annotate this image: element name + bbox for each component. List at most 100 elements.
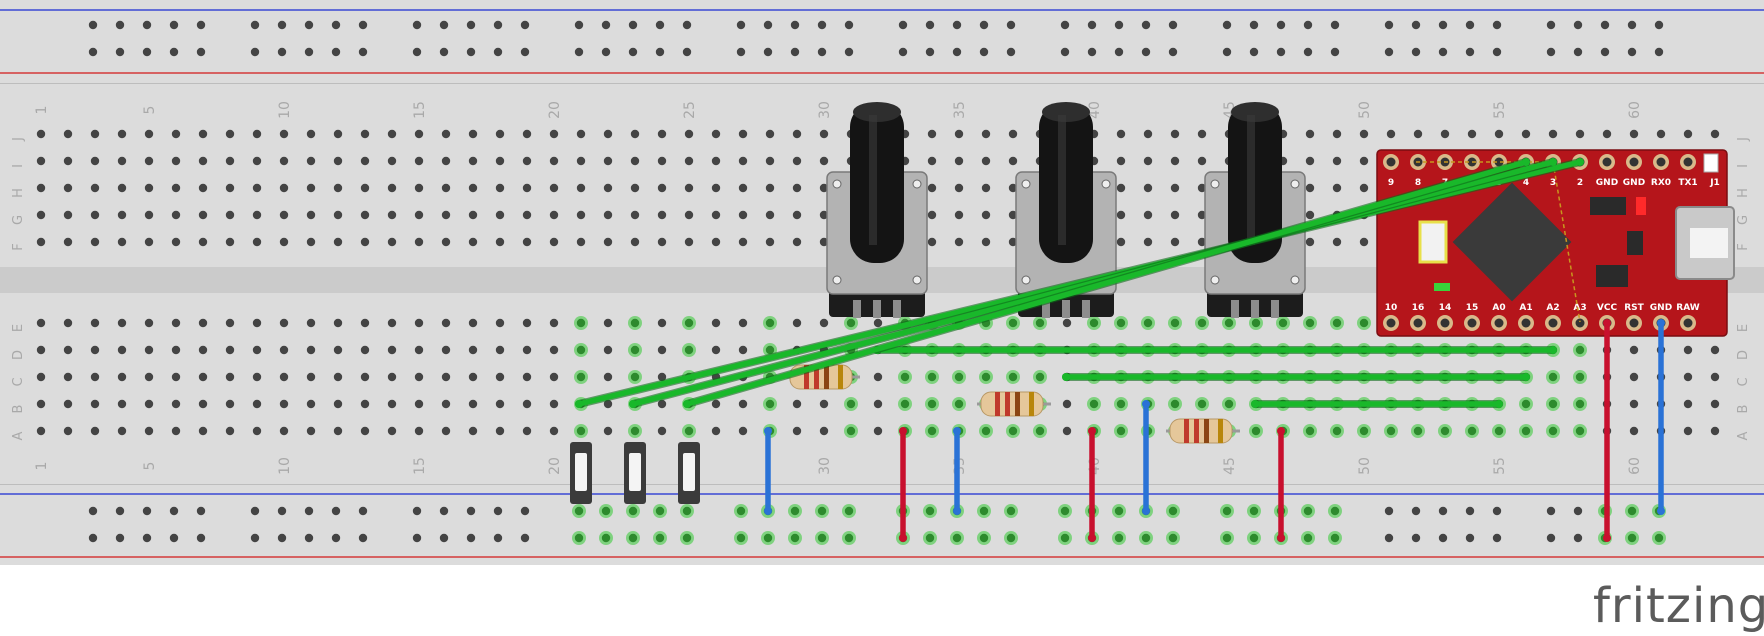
- hole-bottom-56-4: [1521, 426, 1531, 436]
- hole-top-37-1: [1008, 156, 1018, 166]
- rail-hole-bottom-1443-0: [1438, 506, 1448, 516]
- hole-top-55-0: [1494, 129, 1504, 139]
- potentiometer-2[interactable]: [1015, 102, 1117, 318]
- rail-hole-top-1254-0: [1249, 20, 1259, 30]
- hole-top-43-4: [1170, 237, 1180, 247]
- hole-top-14-1: [387, 156, 397, 166]
- pot-pin: [1062, 300, 1070, 318]
- resistor-3[interactable]: [1166, 418, 1240, 444]
- hole-bottom-24-0: [657, 318, 667, 328]
- hole-bottom-2-4: [63, 426, 73, 436]
- rail-hole-bottom-201-1: [196, 533, 206, 543]
- hole-bottom-7-3: [198, 399, 208, 409]
- hole-bottom-8-1: [225, 345, 235, 355]
- rail-hole-bottom-444-1: [439, 533, 449, 543]
- resistor-band: [1204, 419, 1209, 443]
- rail-hole-bottom-498-0: [493, 506, 503, 516]
- row-label-right-E: E: [1736, 324, 1751, 332]
- hole-bottom-55-4: [1494, 426, 1504, 436]
- hole-top-41-1: [1116, 156, 1126, 166]
- rail-hole-bottom-1254-1: [1249, 533, 1259, 543]
- hole-bottom-4-4: [117, 426, 127, 436]
- potentiometer-1[interactable]: [826, 102, 928, 318]
- hole-top-51-0: [1386, 129, 1396, 139]
- hole-bottom-11-0: [306, 318, 316, 328]
- hole-top-11-4: [306, 237, 316, 247]
- hole-top-62-0: [1683, 129, 1693, 139]
- rail-hole-top-984-0: [979, 20, 989, 30]
- hole-top-57-0: [1548, 129, 1558, 139]
- hole-top-14-3: [387, 210, 397, 220]
- hole-top-12-2: [333, 183, 343, 193]
- hole-top-28-0: [765, 129, 775, 139]
- resistor-band: [1015, 392, 1020, 416]
- hole-top-28-2: [765, 183, 775, 193]
- rail-hole-bottom-849-0: [844, 506, 854, 516]
- row-label-left-C: C: [11, 377, 26, 386]
- rail-hole-top-1281-0: [1276, 20, 1286, 30]
- hole-top-12-1: [333, 156, 343, 166]
- hole-top-13-0: [360, 129, 370, 139]
- rail-hole-top-1011-0: [1006, 20, 1016, 30]
- mcu-pin-top-GND: [1629, 157, 1639, 167]
- rail-hole-top-1443-0: [1438, 20, 1448, 30]
- hole-top-58-0: [1575, 129, 1585, 139]
- hole-bottom-13-0: [360, 318, 370, 328]
- hole-bottom-14-4: [387, 426, 397, 436]
- rail-hole-bottom-282-0: [277, 506, 287, 516]
- rail-hole-bottom-201-0: [196, 506, 206, 516]
- pot-highlight: [1247, 115, 1255, 245]
- rail-hole-bottom-1389-1: [1384, 533, 1394, 543]
- hole-top-11-1: [306, 156, 316, 166]
- hole-top-36-3: [981, 210, 991, 220]
- hole-bottom-1-2: [36, 372, 46, 382]
- hole-top-25-1: [684, 156, 694, 166]
- button-2[interactable]: [624, 442, 646, 504]
- hole-top-17-4: [468, 237, 478, 247]
- col-number-top-50: 50: [1357, 101, 1373, 119]
- hole-top-42-3: [1143, 210, 1153, 220]
- rail-hole-bottom-498-1: [493, 533, 503, 543]
- hole-bottom-1-3: [36, 399, 46, 409]
- col-number-top-30: 30: [817, 101, 833, 119]
- potentiometer-3[interactable]: [1204, 102, 1306, 318]
- resistor-2[interactable]: [977, 391, 1051, 417]
- hole-top-30-3: [819, 210, 829, 220]
- hole-top-21-0: [576, 129, 586, 139]
- hole-bottom-15-3: [414, 399, 424, 409]
- hole-top-26-4: [711, 237, 721, 247]
- hole-bottom-40-3: [1089, 399, 1099, 409]
- hole-bottom-32-3: [873, 399, 883, 409]
- hole-bottom-17-1: [468, 345, 478, 355]
- rail-hole-top-525-1: [520, 47, 530, 57]
- hole-bottom-24-2: [657, 372, 667, 382]
- pro-micro-board[interactable]: 98765432GNDGNDRX0TX1J110161415A0A1A2A3VC…: [1376, 149, 1735, 337]
- mcu-chip: [1452, 182, 1572, 302]
- rail-hole-top-1254-1: [1249, 47, 1259, 57]
- button-1[interactable]: [570, 442, 592, 504]
- hole-bottom-5-4: [144, 426, 154, 436]
- hole-bottom-18-3: [495, 399, 505, 409]
- rail-hole-top-363-1: [358, 47, 368, 57]
- col-number-top-55: 55: [1492, 101, 1508, 119]
- pot-highlight: [869, 115, 877, 245]
- rail-hole-bottom-579-0: [574, 506, 584, 516]
- button-3[interactable]: [678, 442, 700, 504]
- rail-hole-bottom-282-1: [277, 533, 287, 543]
- hole-top-22-4: [603, 237, 613, 247]
- hole-top-34-0: [927, 129, 937, 139]
- hole-top-42-2: [1143, 183, 1153, 193]
- rail-hole-bottom-174-0: [169, 506, 179, 516]
- hole-bottom-15-1: [414, 345, 424, 355]
- hole-bottom-27-4: [738, 426, 748, 436]
- hole-top-14-4: [387, 237, 397, 247]
- col-number-bottom-45: 45: [1222, 457, 1238, 475]
- mcu-label-top-2: 2: [1577, 178, 1583, 188]
- hole-bottom-8-3: [225, 399, 235, 409]
- row-label-right-C: C: [1736, 377, 1751, 386]
- hole-top-19-0: [522, 129, 532, 139]
- hole-bottom-58-1: [1575, 345, 1585, 355]
- pot-knob-top: [853, 102, 901, 122]
- hole-bottom-58-2: [1575, 372, 1585, 382]
- hole-top-18-4: [495, 237, 505, 247]
